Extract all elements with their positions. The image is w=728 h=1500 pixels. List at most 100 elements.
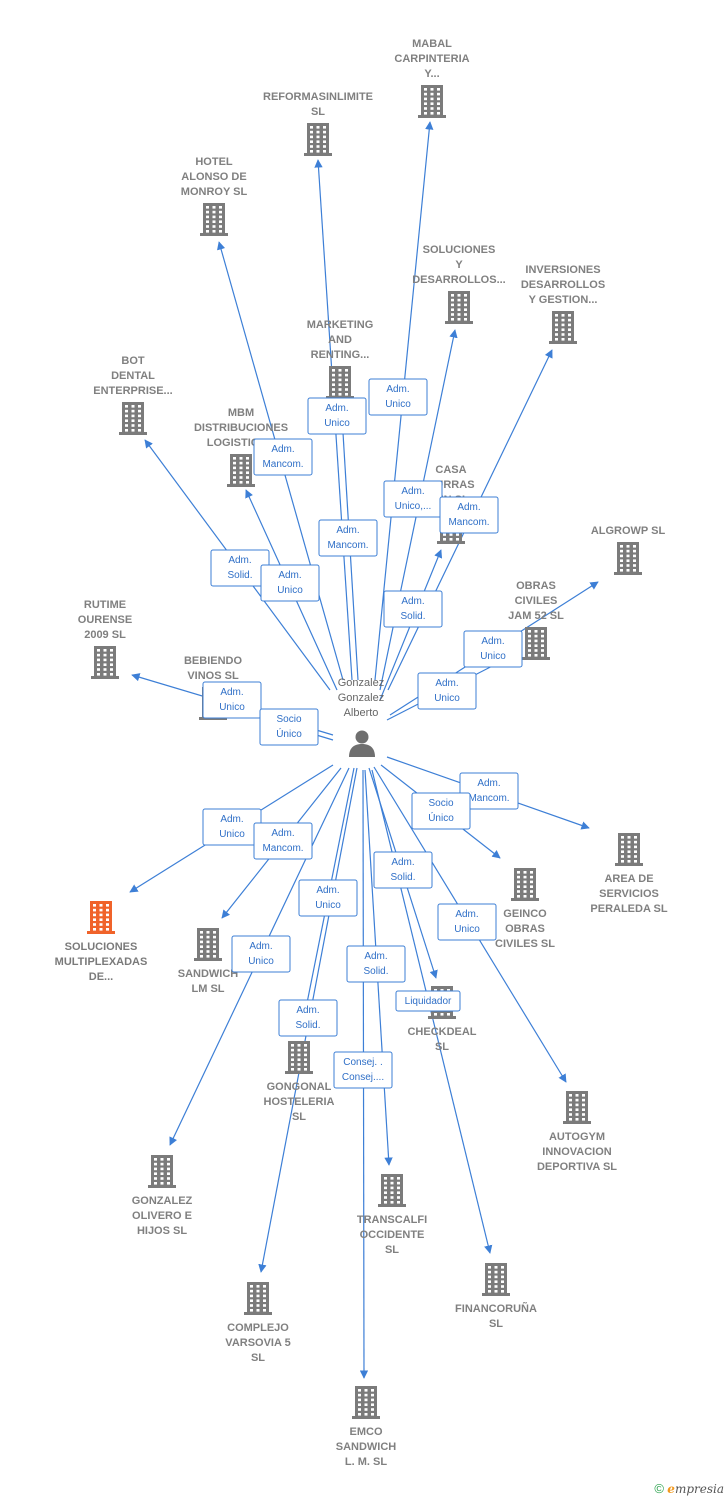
company-name-line: SL: [385, 1244, 399, 1256]
role-badge-algrowp[interactable]: Adm.Unico: [463, 630, 523, 668]
role-badge-soluciones_des[interactable]: Adm.Unico,...: [383, 480, 443, 518]
role-badge-mabal[interactable]: Adm. Unico: [368, 378, 428, 416]
role-badge-text: Adm.: [271, 828, 294, 839]
company-name-line: OCCIDENTE: [360, 1229, 425, 1241]
role-badge-autogym[interactable]: Adm.Unico: [437, 903, 497, 941]
company-name-line: BEBIENDO: [184, 655, 243, 667]
role-badge-hotel[interactable]: Adm.Mancom.: [253, 438, 313, 476]
role-badge-text: Unico: [248, 956, 274, 967]
role-badge-reformas[interactable]: Adm.Unico: [307, 397, 367, 435]
role-badge-text: Unico: [277, 585, 303, 596]
company-name-line: DEPORTIVA SL: [537, 1161, 617, 1173]
company-name-line: L. M. SL: [345, 1456, 387, 1468]
role-badge-area[interactable]: Adm.Mancom.: [459, 772, 519, 810]
company-name-line: SL: [489, 1318, 503, 1330]
company-name-line: CIVILES SL: [495, 938, 555, 950]
company-name-line: CIVILES: [515, 595, 558, 607]
role-badge-sandwich_lm[interactable]: Adm.Mancom.: [253, 822, 313, 860]
company-name-line: DENTAL: [111, 370, 155, 382]
company-name-line: VINOS SL: [187, 670, 239, 682]
role-badge-transcalfi[interactable]: Adm.Solid.: [346, 945, 406, 983]
company-node-algrowp[interactable]: ALGROWP SL: [591, 525, 666, 575]
building-icon: [522, 627, 550, 660]
role-badge-checkdeal[interactable]: Adm.Solid.: [373, 851, 433, 889]
company-node-soluciones_mult[interactable]: SOLUCIONESMULTIPLEXADASDE...: [55, 901, 148, 983]
company-node-soluciones_des[interactable]: SOLUCIONESYDESARROLLOS...: [412, 244, 506, 324]
role-badge-text: Adm.: [477, 778, 500, 789]
role-badge-gonzalez_olivero[interactable]: Adm. Unico: [231, 935, 291, 973]
company-name-line: SANDWICH: [336, 1441, 397, 1453]
company-name-line: ALGROWP SL: [591, 525, 666, 537]
company-name-line: BOT: [121, 355, 145, 367]
company-name-line: GONGONAL: [267, 1081, 332, 1093]
building-icon: [418, 85, 446, 118]
company-name-line: CARPINTERIA: [394, 53, 469, 65]
role-badge-inversiones[interactable]: Adm.Mancom.: [439, 496, 499, 534]
company-name-line: AND: [328, 334, 352, 346]
company-name-line: PERALEDA SL: [590, 903, 667, 915]
role-badge-text: Adm.: [325, 403, 348, 414]
role-badge-text: Unico: [454, 924, 480, 935]
role-badge-rutime[interactable]: Adm.Unico: [202, 681, 262, 719]
role-badge-gongonal[interactable]: Adm.Unico: [298, 879, 358, 917]
role-badge-text: Adm.: [401, 596, 424, 607]
company-node-marketing[interactable]: MARKETINGANDRENTING...: [307, 319, 374, 399]
company-name-line: OBRAS: [516, 580, 556, 592]
role-badge-complejo[interactable]: Adm.Solid.: [278, 999, 338, 1037]
company-name-line: SANDWICH: [178, 968, 239, 980]
company-name-line: DE...: [89, 971, 113, 983]
company-node-bot[interactable]: BOTDENTALENTERPRISE...: [93, 355, 173, 435]
role-badge-mbm[interactable]: Adm.Unico: [260, 564, 320, 602]
role-badge-text: Adm.: [386, 384, 409, 395]
company-name-line: DESARROLLOS...: [412, 274, 506, 286]
role-badge-emco[interactable]: Consej. .Consej....: [333, 1051, 393, 1089]
brand-logo-initial: e: [667, 1482, 675, 1496]
role-badge-soluciones_mult[interactable]: Adm.Unico: [202, 808, 262, 846]
building-icon: [200, 203, 228, 236]
role-badge-marketing[interactable]: Adm.Mancom.: [318, 519, 378, 557]
role-badge-text: Adm.: [220, 814, 243, 825]
role-badge-bot[interactable]: Adm.Solid.: [210, 549, 270, 587]
role-badge-text: Adm.: [336, 525, 359, 536]
company-name-line: CASA: [435, 464, 466, 476]
role-badge-text: Adm.: [457, 502, 480, 513]
badges-layer: Adm.UnicoAdm.UnicoAdm.Mancom.Adm.Unico,.…: [202, 378, 523, 1089]
role-badge-text: Adm.: [401, 486, 424, 497]
role-badge-financoruna[interactable]: Liquidador: [395, 990, 461, 1012]
company-name-line: SERVICIOS: [599, 888, 659, 900]
building-icon: [352, 1386, 380, 1419]
role-badge-casa[interactable]: Adm.Solid.: [383, 590, 443, 628]
building-icon: [511, 868, 539, 901]
center-node[interactable]: Gonzalez Gonzalez Alberto: [338, 677, 384, 757]
role-badge-text: Consej....: [342, 1072, 384, 1083]
role-badge-obras[interactable]: Adm.Unico: [417, 672, 477, 710]
role-badge-text: Adm.: [364, 951, 387, 962]
company-name-line: SL: [292, 1111, 306, 1123]
role-badge-text: Unico: [315, 900, 341, 911]
role-badge-text: Solid.: [295, 1020, 320, 1031]
role-badge-text: Adm.: [481, 636, 504, 647]
role-badge-text: Unico: [385, 399, 411, 410]
role-badge-text: Adm.: [249, 941, 272, 952]
company-node-mabal[interactable]: MABALCARPINTERIAY...: [394, 38, 470, 118]
footer-brand[interactable]: © empresia: [654, 1481, 724, 1496]
center-name-line-1: Gonzalez: [338, 677, 384, 689]
